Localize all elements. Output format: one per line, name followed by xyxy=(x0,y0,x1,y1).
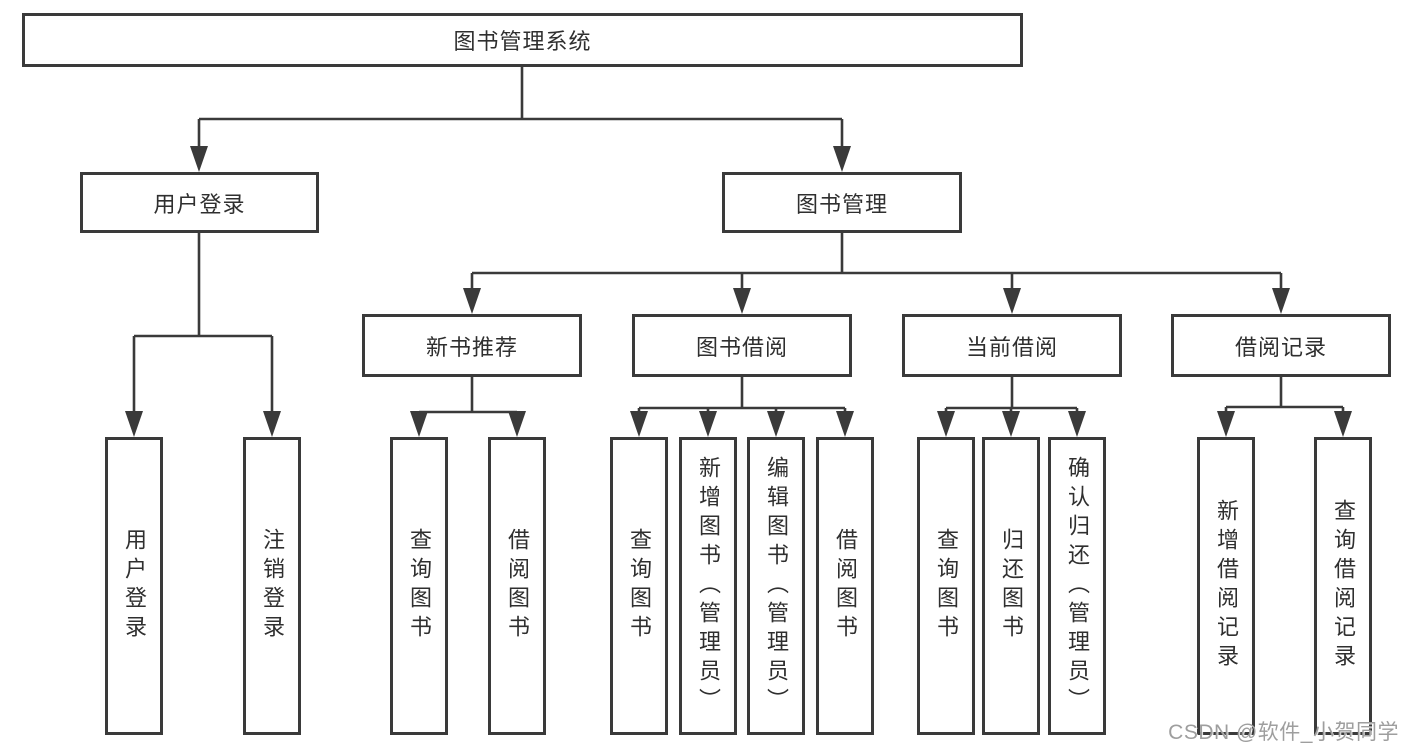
node-book-borrow: 图书借阅 xyxy=(632,314,852,377)
node-current-borrow: 当前借阅 xyxy=(902,314,1122,377)
node-book-management: 图书管理 xyxy=(722,172,962,233)
connector-lines xyxy=(132,67,1345,414)
leaf-return-book: 归还图书 xyxy=(982,437,1040,735)
leaf-user-login: 用户登录 xyxy=(105,437,163,735)
node-library-system: 图书管理系统 xyxy=(22,13,1023,67)
leaf-add-book-admin: 新增图书（管理员） xyxy=(679,437,737,735)
leaf-edit-book-admin: 编辑图书（管理员） xyxy=(747,437,805,735)
leaf-query-borrow-record: 查询借阅记录 xyxy=(1314,437,1372,735)
leaf-add-borrow-record: 新增借阅记录 xyxy=(1197,437,1255,735)
leaf-borrow-books-recommend: 借阅图书 xyxy=(488,437,546,735)
node-borrow-records: 借阅记录 xyxy=(1171,314,1391,377)
leaf-logout-login: 注销登录 xyxy=(243,437,301,735)
leaf-query-books-borrow: 查询图书 xyxy=(610,437,668,735)
watermark-text: CSDN @软件_小贺同学 xyxy=(1168,721,1399,744)
node-new-book-recommend: 新书推荐 xyxy=(362,314,582,377)
node-user-login: 用户登录 xyxy=(80,172,319,233)
leaf-query-books-recommend: 查询图书 xyxy=(390,437,448,735)
leaf-borrow-books: 借阅图书 xyxy=(816,437,874,735)
leaf-confirm-return-admin: 确认归还（管理员） xyxy=(1048,437,1106,735)
leaf-query-books-current: 查询图书 xyxy=(917,437,975,735)
